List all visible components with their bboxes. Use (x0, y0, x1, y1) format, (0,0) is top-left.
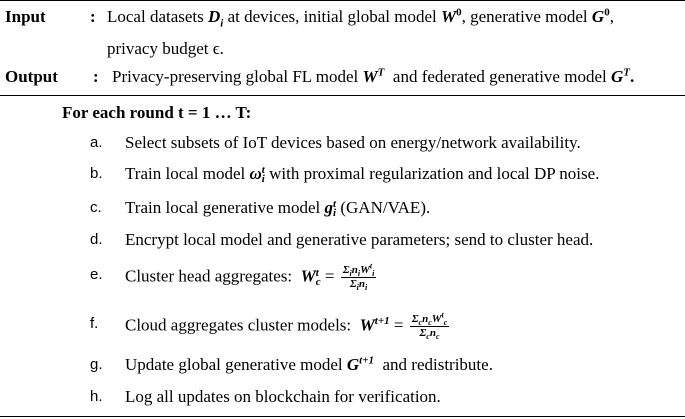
input-text-a: Local datasets (107, 7, 209, 26)
fraction-f-denominator: Σcnc (410, 327, 450, 342)
step-g-letter: g. (90, 356, 103, 373)
f-num-nc: c (428, 318, 432, 328)
output-text-a: Privacy-preserving global FL model (112, 67, 363, 86)
step-b-letter: b. (90, 165, 103, 182)
symbol-GT: G (610, 67, 624, 86)
f-den-c: c (426, 332, 430, 342)
symbol-g-sup: t (333, 198, 337, 211)
symbol-WT-sup: T (377, 66, 385, 79)
symbol-Gt1: G (346, 355, 360, 374)
symbol-WT: W (362, 67, 378, 86)
f-num-n: n (422, 313, 429, 325)
f-num-wc: c (443, 318, 448, 328)
symbol-W0: W (441, 7, 457, 26)
symbol-Wc-sub: c (315, 275, 321, 288)
step-a-text: Select subsets of IoT devices based on e… (125, 133, 581, 152)
symbol-omega: ω (249, 164, 262, 183)
f-num-w: W (431, 313, 442, 325)
loop-header: For each round t = 1 … T: (62, 103, 252, 122)
step-c-pre: Train local generative model (125, 198, 325, 217)
e-num-i: i (349, 269, 352, 279)
symbol-Wt1: W (359, 315, 375, 335)
input-label: Input (5, 7, 46, 26)
e-den-sum: Σ (349, 278, 357, 290)
step-c-post: (GAN/VAE). (336, 198, 431, 217)
symbol-G0-sup: 0 (604, 6, 610, 19)
step-d-letter: d. (90, 231, 103, 248)
symbol-G0: G (591, 7, 605, 26)
output-text-end: . (629, 67, 635, 86)
symbol-D: D (208, 7, 221, 26)
step-h-text: Log all updates on blockchain for verifi… (125, 387, 441, 406)
e-num-n: n (351, 264, 358, 276)
top-rule (0, 0, 685, 1)
input-text-b: at devices, initial global model (223, 7, 441, 26)
step-a-letter: a. (90, 134, 103, 151)
step-f-letter: f. (90, 315, 99, 332)
step-f-eq: = (389, 315, 408, 335)
e-num-ni: i (357, 269, 361, 279)
step-d-text: Encrypt local model and generative param… (125, 230, 594, 249)
f-den-nc: c (435, 332, 440, 342)
f-den-n: n (429, 327, 436, 339)
e-num-w: W (360, 264, 370, 276)
step-g-text: Update global generative model Gt+1 and … (125, 354, 493, 376)
step-e-eq: = (320, 266, 339, 286)
e-num-wt: t (369, 261, 373, 271)
symbol-D-sub: i (220, 17, 224, 30)
symbol-Gt1-sup: t+1 (359, 354, 374, 367)
symbol-g-sub: i (333, 207, 337, 220)
output-label: Output (5, 67, 58, 86)
e-num-wi: i (372, 269, 375, 279)
symbol-Wt1-sup: t+1 (374, 314, 390, 327)
symbol-g: g (324, 198, 334, 217)
f-num-wt: t (441, 310, 444, 320)
step-h-letter: h. (90, 388, 103, 405)
symbol-omega-sub: i (261, 173, 265, 186)
fraction-f-numerator: ΣcncWtc (409, 310, 450, 328)
output-text-b: and federated generative model (384, 67, 611, 86)
bottom-rule (0, 416, 685, 417)
e-num-sum: Σ (342, 264, 350, 276)
f-num-sum: Σ (411, 313, 419, 325)
step-e-pre: Cluster head aggregates: (125, 266, 301, 286)
e-den-i: i (356, 283, 359, 293)
input-row-2: privacy budget ϵ. (107, 38, 224, 60)
output-text: Privacy-preserving global FL model WT an… (112, 66, 634, 88)
step-e-letter: e. (90, 266, 103, 283)
step-f-text: Cloud aggregates cluster models: Wt+1 = … (125, 310, 450, 342)
fraction-e-numerator: ΣiniWti (340, 261, 377, 279)
symbol-Wc-sup: t (315, 266, 319, 279)
input-text-d: , (609, 7, 614, 26)
symbol-GT-sup: T (623, 66, 630, 79)
step-b-pre: Train local model (125, 164, 250, 183)
step-f-pre: Cloud aggregates cluster models: (125, 315, 360, 335)
middle-rule (0, 95, 685, 96)
step-g-post: and redistribute. (373, 355, 493, 374)
symbol-Wc: W (300, 266, 316, 286)
symbol-omega-sup: t (261, 164, 265, 177)
step-b-post: with proximal regularization and local D… (264, 164, 600, 183)
input-colon: : (90, 7, 96, 26)
input-text-line2: privacy budget ϵ. (107, 39, 224, 58)
symbol-W0-sup: 0 (456, 6, 462, 19)
f-num-c: c (418, 318, 423, 328)
output-colon: : (93, 67, 99, 86)
e-den-ni: i (365, 283, 368, 293)
input-text-line1: Local datasets Di at devices, initial gl… (107, 6, 614, 30)
input-text-c: , generative model (461, 7, 592, 26)
step-c-letter: c. (90, 199, 102, 216)
fraction-e-denominator: Σini (341, 278, 377, 293)
f-den-sum: Σ (419, 327, 427, 339)
step-g-pre: Update global generative model (125, 355, 347, 374)
e-den-n: n (358, 278, 366, 290)
